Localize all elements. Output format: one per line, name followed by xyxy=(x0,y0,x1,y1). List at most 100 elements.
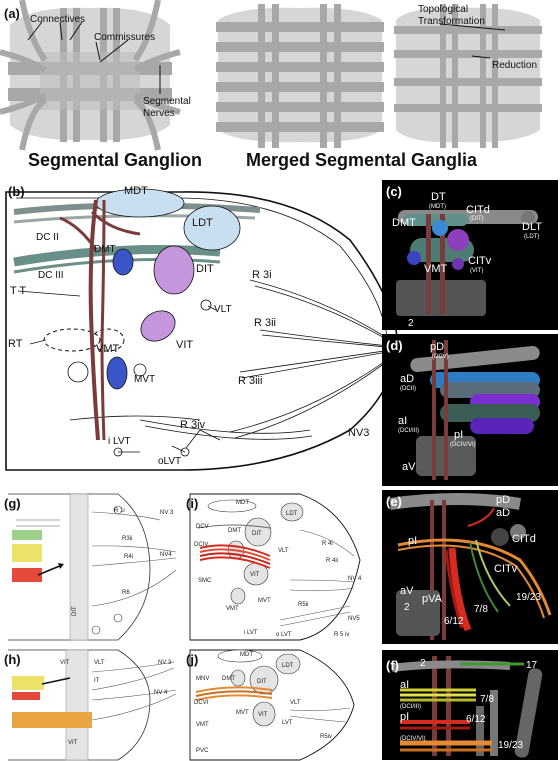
i-label-MDT: MDT xyxy=(236,500,249,506)
label-topological-line2: Transformation xyxy=(418,16,485,27)
b-label-RT: RT xyxy=(8,338,23,350)
label-topological-line1: Topological xyxy=(418,4,468,15)
d-label-aV: aV xyxy=(402,461,416,473)
h-label-IT: IT xyxy=(94,678,100,684)
i-label-VMT: VMT xyxy=(226,606,239,612)
c-label-DT-sub: (MDT) xyxy=(429,204,446,210)
d-label-aD: aD xyxy=(400,373,414,385)
panel-e-letter: (e) xyxy=(386,494,402,509)
panel-j: (j) MDT LDT MNV DMT DIT DCVI VMT MVT VIT… xyxy=(186,649,355,761)
segmental-ganglion-diagram xyxy=(0,0,181,151)
i-label-MVT: MVT xyxy=(258,598,271,604)
b-label-NV3: NV3 xyxy=(348,427,369,439)
b-label-iLVT: i LVT xyxy=(108,436,131,447)
label-commissures: Commissures xyxy=(94,32,155,43)
f-label-17: 17 xyxy=(526,660,538,671)
d-label-aD-sub: (DCII) xyxy=(400,386,416,392)
panel-b-letter: (b) xyxy=(8,184,25,199)
b-tract-DIT xyxy=(153,245,195,295)
b-tract-VIT xyxy=(140,310,176,342)
f-label-612: 6/12 xyxy=(466,714,486,725)
i-label-DCIV: DCIV xyxy=(194,542,208,548)
e-label-78: 7/8 xyxy=(474,604,488,615)
merged-ganglia-diagram-1 xyxy=(216,4,384,148)
c-label-CITv: CITv xyxy=(468,255,492,267)
c-label-VMT: VMT xyxy=(424,263,448,275)
j-label-VMT: VMT xyxy=(196,722,209,728)
j-label-LDT: LDT xyxy=(282,663,294,669)
j-label-MNV: MNV xyxy=(196,676,209,682)
i-label-iLVT: i LVT xyxy=(244,630,258,636)
e-label-pD: pD xyxy=(496,494,510,506)
panel-h: (h) VIT VLT IT NV 3 NV 4 VIT xyxy=(4,649,177,761)
c-label-DT: DT xyxy=(431,191,446,203)
j-label-VIT: VIT xyxy=(258,712,268,718)
panel-a: (a) Connectives Commissures Segmental Ne… xyxy=(0,0,542,170)
label-segmental-nerves-line1: Segmental xyxy=(143,96,191,107)
panel-i-letter: (i) xyxy=(186,496,198,511)
i-label-DMT: DMT xyxy=(228,528,241,534)
panel-i: (i) MDT LDT DCV DMT DIT DCIV VLT SMC VIT… xyxy=(186,493,362,641)
i-label-NV4: NV 4 xyxy=(348,576,362,582)
d-label-pI-sub: (DCIV/VI) xyxy=(450,442,476,448)
h-label-NV3: NV 3 xyxy=(158,660,172,666)
j-label-R5iv: R5iv xyxy=(320,734,332,740)
panel-e: (e) pD aD pI CITd CITv aV 2 pVA 7/8 6/12… xyxy=(382,490,558,644)
e-label-aV: aV xyxy=(400,585,414,597)
panel-a-letter: (a) xyxy=(4,6,20,21)
e-label-CITd: CITd xyxy=(512,533,536,545)
label-connectives: Connectives xyxy=(30,14,85,25)
f-label-1923: 19/23 xyxy=(498,740,523,751)
panel-j-letter: (j) xyxy=(186,652,198,667)
d-label-pI: pI xyxy=(454,429,463,441)
f-label-2: 2 xyxy=(420,658,426,669)
d-label-aI-sub: (DCI/III) xyxy=(398,428,419,434)
b-label-R3iii: R 3iii xyxy=(238,375,262,387)
b-label-R3i: R 3i xyxy=(252,269,272,281)
i-label-oLVT: o LVT xyxy=(276,632,292,638)
b-label-DIT: DIT xyxy=(196,263,214,275)
panel-d-letter: (d) xyxy=(386,338,403,353)
label-reduction: Reduction xyxy=(492,60,537,71)
g-label-DIT: DIT xyxy=(72,606,78,616)
i-label-NV5: NV5 xyxy=(348,616,360,622)
f-label-aI: aI xyxy=(400,679,409,691)
b-tract-LDT xyxy=(183,205,241,251)
merged-ganglia-diagram-2 xyxy=(394,4,542,148)
caption-segmental-ganglion: Segmental Ganglion xyxy=(28,150,202,170)
i-label-R4i: R 4i xyxy=(322,541,333,547)
c-label-CITv-sub: (VIT) xyxy=(470,268,483,274)
e-label-pI: pI xyxy=(408,535,417,547)
e-label-aD: aD xyxy=(496,507,510,519)
i-label-R5ii: R5ii xyxy=(298,602,308,608)
i-label-SMC: SMC xyxy=(198,578,212,584)
i-label-LDT: LDT xyxy=(286,511,298,517)
f-label-78: 7/8 xyxy=(480,694,494,705)
d-label-pD: pD xyxy=(430,341,444,353)
j-label-VLT: VLT xyxy=(290,700,301,706)
panel-g-letter: (g) xyxy=(4,496,21,511)
caption-merged-segmental-ganglia: Merged Segmental Ganglia xyxy=(246,150,478,170)
g-label-R1: R 1i xyxy=(114,508,125,514)
b-label-R3iv: R 3iv xyxy=(180,419,206,431)
j-label-DMT: DMT xyxy=(222,676,235,682)
e-label-2: 2 xyxy=(404,602,410,613)
b-label-VLT: VLT xyxy=(214,304,232,315)
panel-f-letter: (f) xyxy=(386,658,399,673)
b-label-MVT: MVT xyxy=(134,374,155,385)
j-label-MDT: MDT xyxy=(240,652,253,658)
e-label-CITv: CITv xyxy=(494,563,518,575)
b-label-LDT: LDT xyxy=(192,217,213,229)
g-label-NV4: NV4 xyxy=(160,552,172,558)
b-label-DCII: DC II xyxy=(36,232,59,243)
e-label-pVA: pVA xyxy=(422,593,443,605)
b-leaders xyxy=(17,290,221,453)
b-label-DMT: DMT xyxy=(94,244,116,255)
c-label-DLT-sub: (LDT) xyxy=(524,234,539,240)
b-label-VMT: VMT xyxy=(96,343,120,355)
c-label-CITd: CITd xyxy=(466,204,490,216)
i-label-R5iv: R 5 iv xyxy=(334,632,349,638)
h-label-VIT: VIT xyxy=(60,660,70,666)
i-label-DIT: DIT xyxy=(252,531,262,537)
b-label-oLVT: oLVT xyxy=(158,456,181,467)
